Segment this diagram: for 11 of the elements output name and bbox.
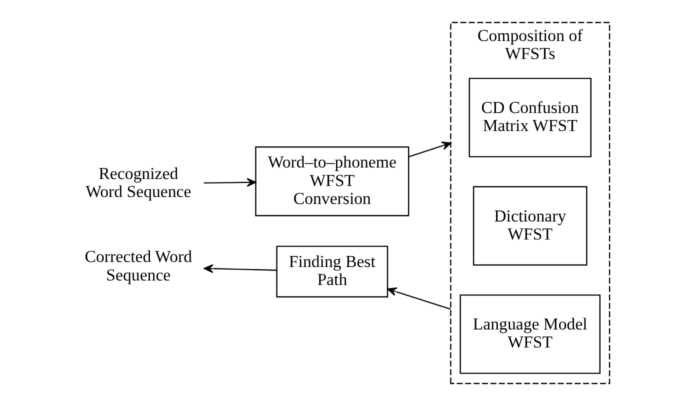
arrow	[387, 287, 451, 310]
arrow	[204, 178, 256, 187]
node-text: Corrected Word Sequence	[84, 247, 192, 284]
node-box: Word–to–phoneme WFST Conversion	[255, 146, 410, 216]
node-box: Dictionary WFST	[472, 186, 588, 266]
node-box: Finding Best Path	[276, 246, 388, 298]
arrow	[204, 264, 277, 274]
arrow	[408, 141, 452, 158]
node-box: Language Model WFST	[460, 294, 601, 374]
node-text: Recognized Word Sequence	[86, 164, 192, 202]
node-box: CD Confusion Matrix WFST	[468, 78, 592, 158]
